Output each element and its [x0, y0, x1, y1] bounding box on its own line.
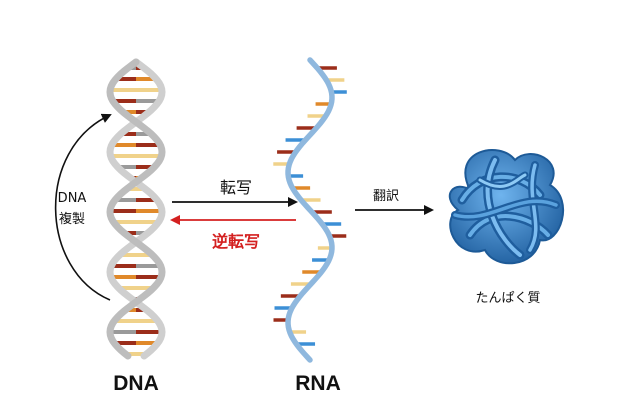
- rna-label: RNA: [295, 372, 341, 395]
- protein-label: たんぱく質: [475, 291, 541, 306]
- dna-backbone-strand: [106, 58, 166, 360]
- transcription-label: 転写: [219, 178, 253, 197]
- protein-structure: [448, 149, 565, 265]
- replication-label-line2: 複製: [58, 212, 86, 227]
- reverse-transcription-label: 逆転写: [211, 232, 261, 251]
- dna-replication-arrow: [54, 113, 112, 301]
- rna-backbone: [285, 57, 335, 363]
- translation-label: 翻訳: [372, 189, 400, 204]
- dna-label: DNA: [113, 372, 159, 395]
- replication-label-line1: DNA: [57, 191, 87, 206]
- dna-backbone-strand: [106, 58, 166, 360]
- rna-strand: [273, 57, 347, 363]
- dna-double-helix: [106, 58, 166, 360]
